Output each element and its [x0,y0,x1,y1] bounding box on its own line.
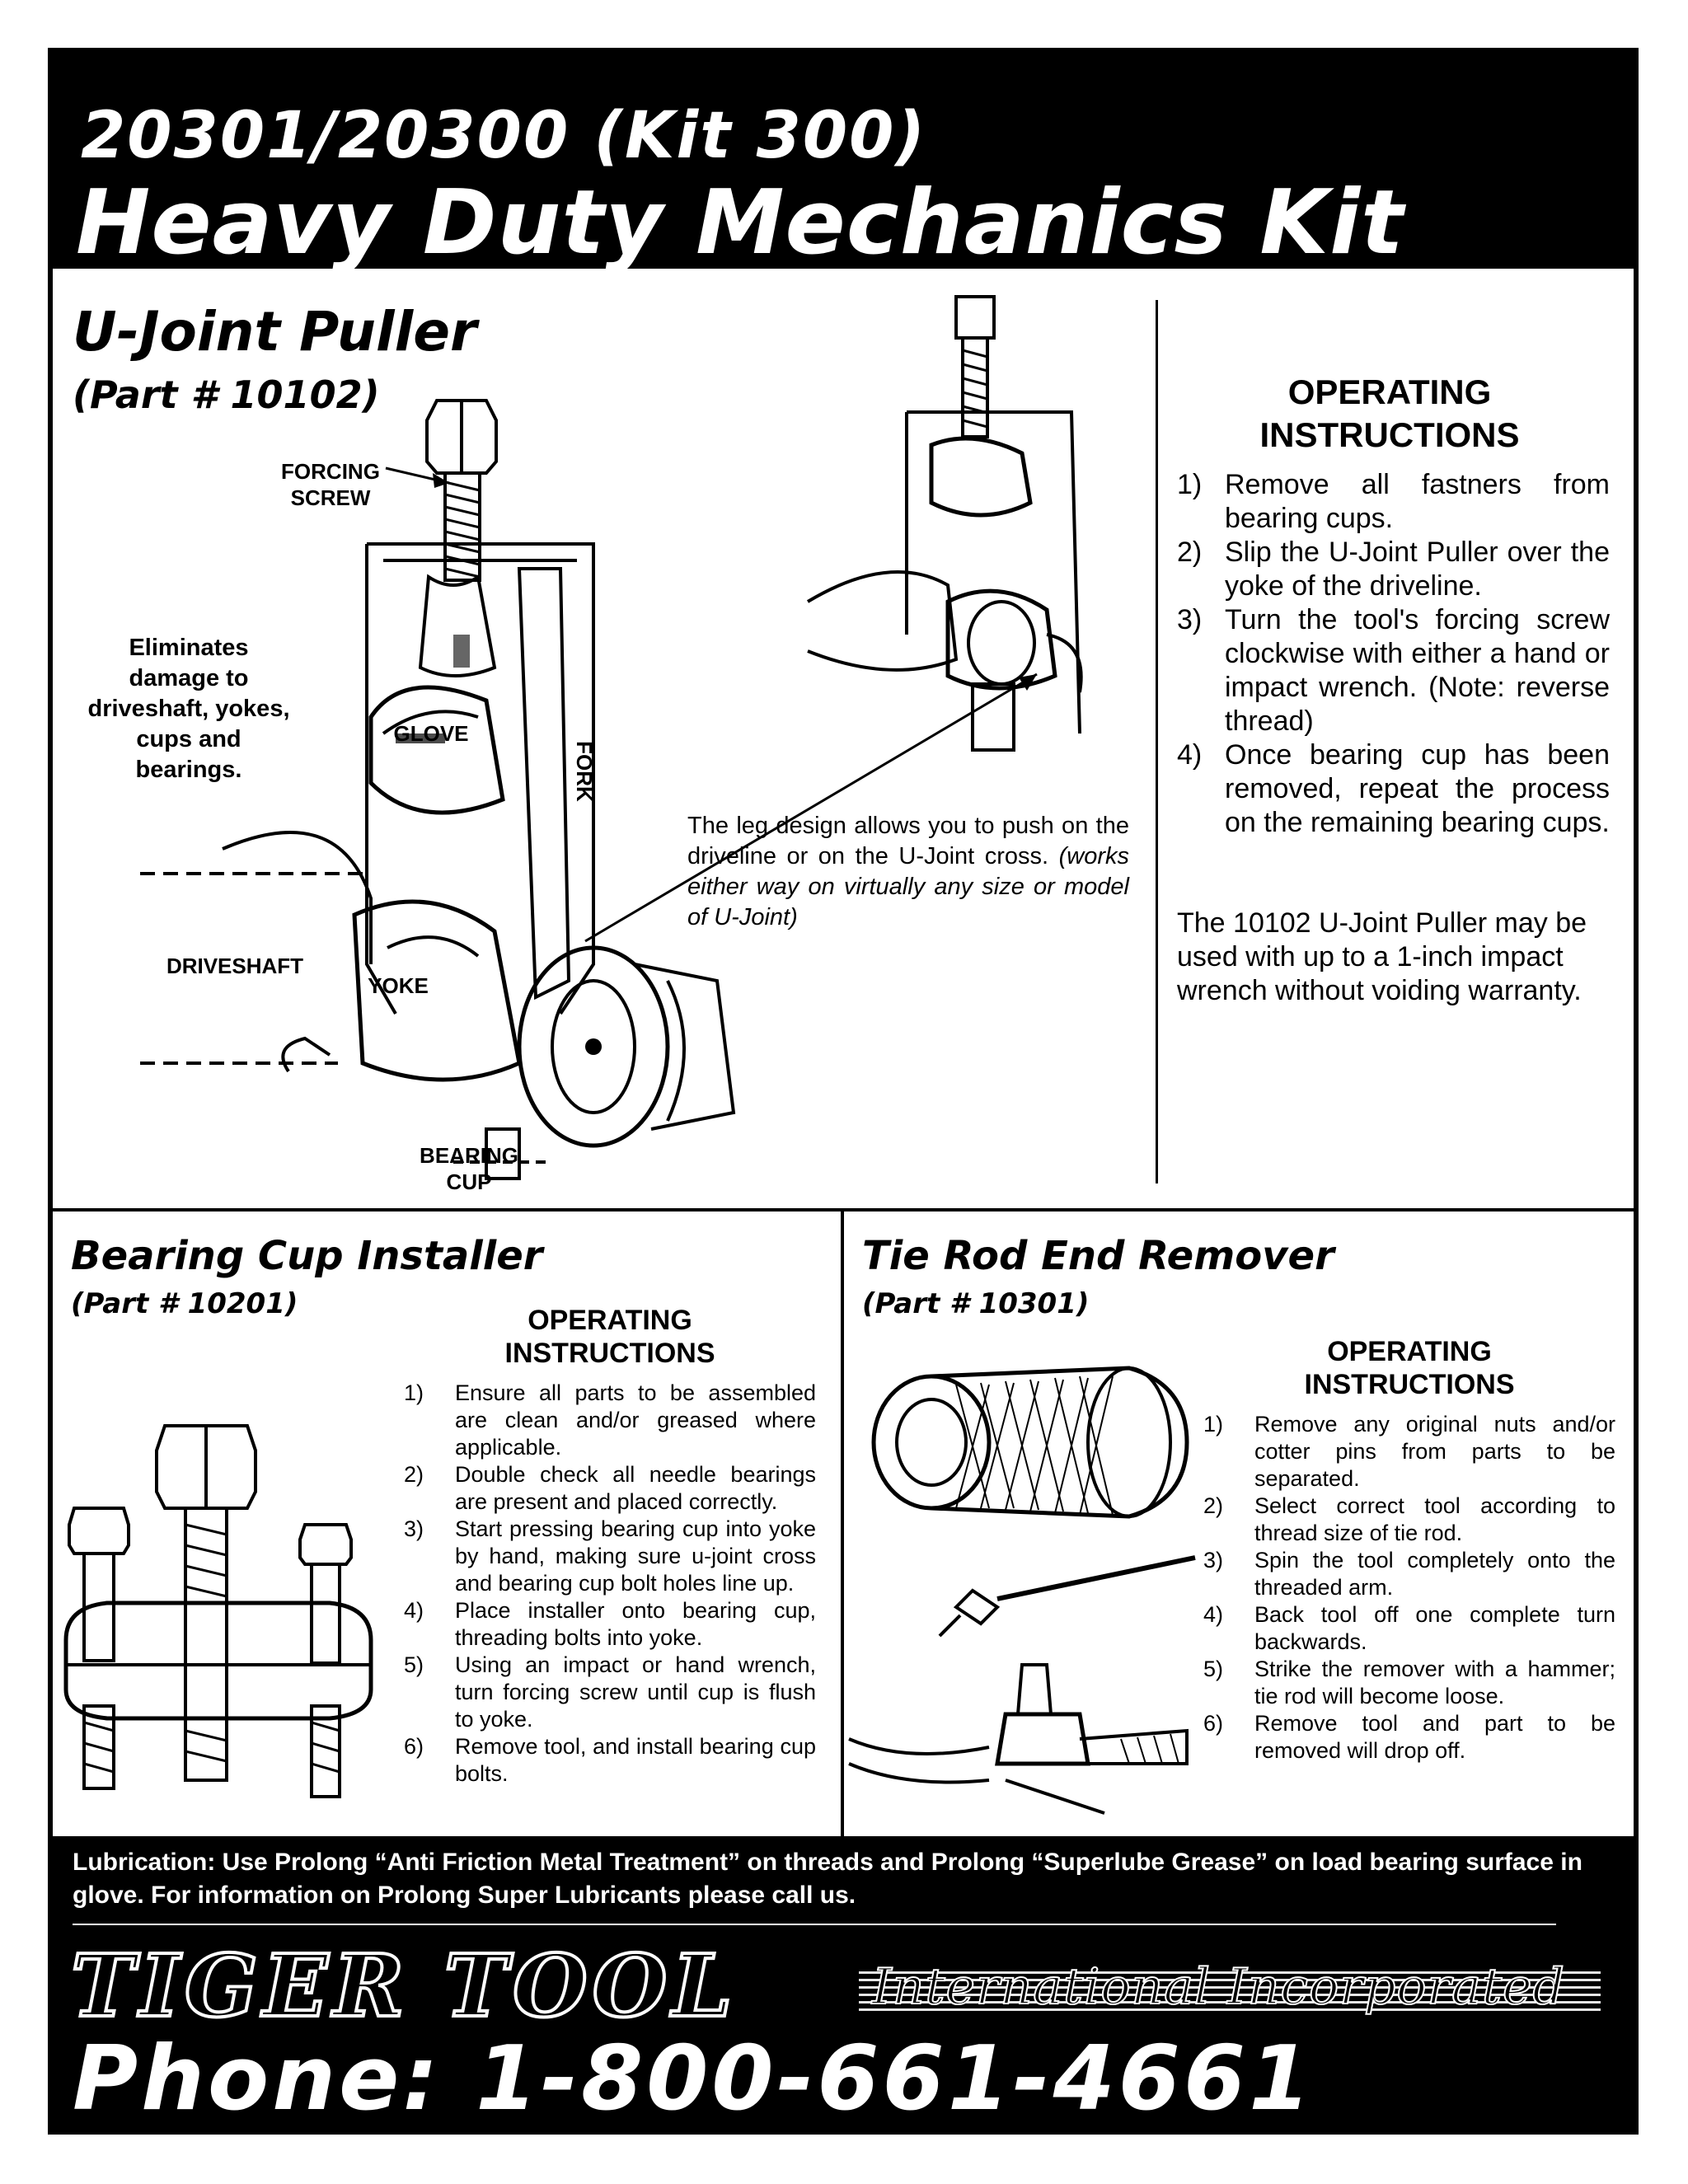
bearing-step: 6)Remove tool, and install bearing cup b… [404,1734,816,1786]
label-forcing-screw: FORCING SCREW [281,459,380,510]
header-banner: 20301/20300 (Kit 300) Heavy Duty Mechani… [48,48,1639,274]
ujoint-step: 1)Remove all fastners from bearing cups. [1177,469,1610,534]
bearing-title: Bearing Cup Installer [71,1233,543,1279]
bearing-op-title: OPERATING INSTRUCTIONS [504,1305,715,1369]
ujoint-puller-installed-illustration [806,295,1083,752]
label-driveshaft: DRIVESHAFT [166,954,304,978]
ujoint-puller-illustration [140,399,736,1180]
tierod-step: 4)Back tool off one complete turn backwa… [1203,1602,1615,1654]
tie-rod-remover-illustration [848,1366,1196,1815]
bearing-step: 4)Place installer onto bearing cup, thre… [404,1598,816,1650]
lubrication-note: Lubrication: Use Prolong “Anti Friction … [73,1849,1582,1909]
divider-vertical-upper [1156,300,1158,1183]
label-fork: FORK [572,741,597,802]
tierod-step: 5)Strike the remover with a hammer; tie … [1203,1657,1615,1708]
tierod-op-title: OPERATING INSTRUCTIONS [1304,1336,1515,1400]
logo-speed-lines [859,1971,1601,2016]
tierod-step: 2)Select correct tool according to threa… [1203,1493,1615,1545]
ujoint-op-title: OPERATING INSTRUCTIONS [1259,373,1520,454]
tierod-steps: 1)Remove any original nuts and/or cotter… [1203,1411,1615,1765]
footer-banner: Lubrication: Use Prolong “Anti Friction … [48,1836,1639,2135]
label-bearing-cup: BEARING CUP [420,1143,518,1194]
bearing-part-number: (Part # 10201) [71,1287,298,1320]
tierod-step: 3)Spin the tool completely onto the thre… [1203,1548,1615,1600]
bearing-step: 5)Using an impact or hand wrench, turn f… [404,1652,816,1732]
kit-number-title: 20301/20300 (Kit 300) [81,99,927,173]
leg-design-note-italic: (works either way on virtually any size … [687,843,1130,930]
ujoint-warranty-note: The 10102 U-Joint Puller may be used wit… [1177,907,1587,1006]
tiger-tool-logo: TIGER TOOL [69,1933,738,2038]
ujoint-title: U-Joint Puller [73,300,477,363]
bearing-step: 3)Start pressing bearing cup into yoke b… [404,1516,816,1596]
ujoint-step: 3)Turn the tool's forcing screw clockwis… [1177,604,1610,737]
bearing-step: 2)Double check all needle bearings are p… [404,1462,816,1514]
leg-design-note: The leg design allows you to push on the… [687,811,1129,933]
tierod-step: 1)Remove any original nuts and/or cotter… [1203,1412,1615,1491]
kit-title: Heavy Duty Mechanics Kit [76,171,1404,274]
leg-design-note-text: The leg design allows you to push on the… [687,813,1129,869]
divider-vertical-lower [841,1208,844,1836]
ujoint-step: 2)Slip the U-Joint Puller over the yoke … [1177,537,1610,602]
bearing-step: 1)Ensure all parts to be assembled are c… [404,1380,816,1460]
label-glove: GLOVE [393,721,469,746]
ujoint-step: 4)Once bearing cup has been removed, rep… [1177,739,1610,838]
tiger-tool-logo-subtitle: International Incorporated [871,1957,1565,2017]
ujoint-benefit: Eliminates damage to driveshaft, yokes, … [87,635,290,783]
phone-number: Phone: 1-800-661-4661 [73,2027,1315,2130]
footer-rule [73,1924,1556,1925]
tierod-title: Tie Rod End Remover [862,1233,1334,1279]
bearing-cup-installer-illustration [63,1424,373,1798]
bearing-steps: 1)Ensure all parts to be assembled are c… [404,1380,816,1788]
ujoint-part-number: (Part # 10102) [73,373,380,417]
tierod-part-number: (Part # 10301) [862,1287,1090,1320]
ujoint-steps: 1)Remove all fastners from bearing cups.… [1177,468,1610,840]
tierod-step: 6)Remove tool and part to be removed wil… [1203,1711,1615,1763]
label-yoke: YOKE [368,973,429,998]
